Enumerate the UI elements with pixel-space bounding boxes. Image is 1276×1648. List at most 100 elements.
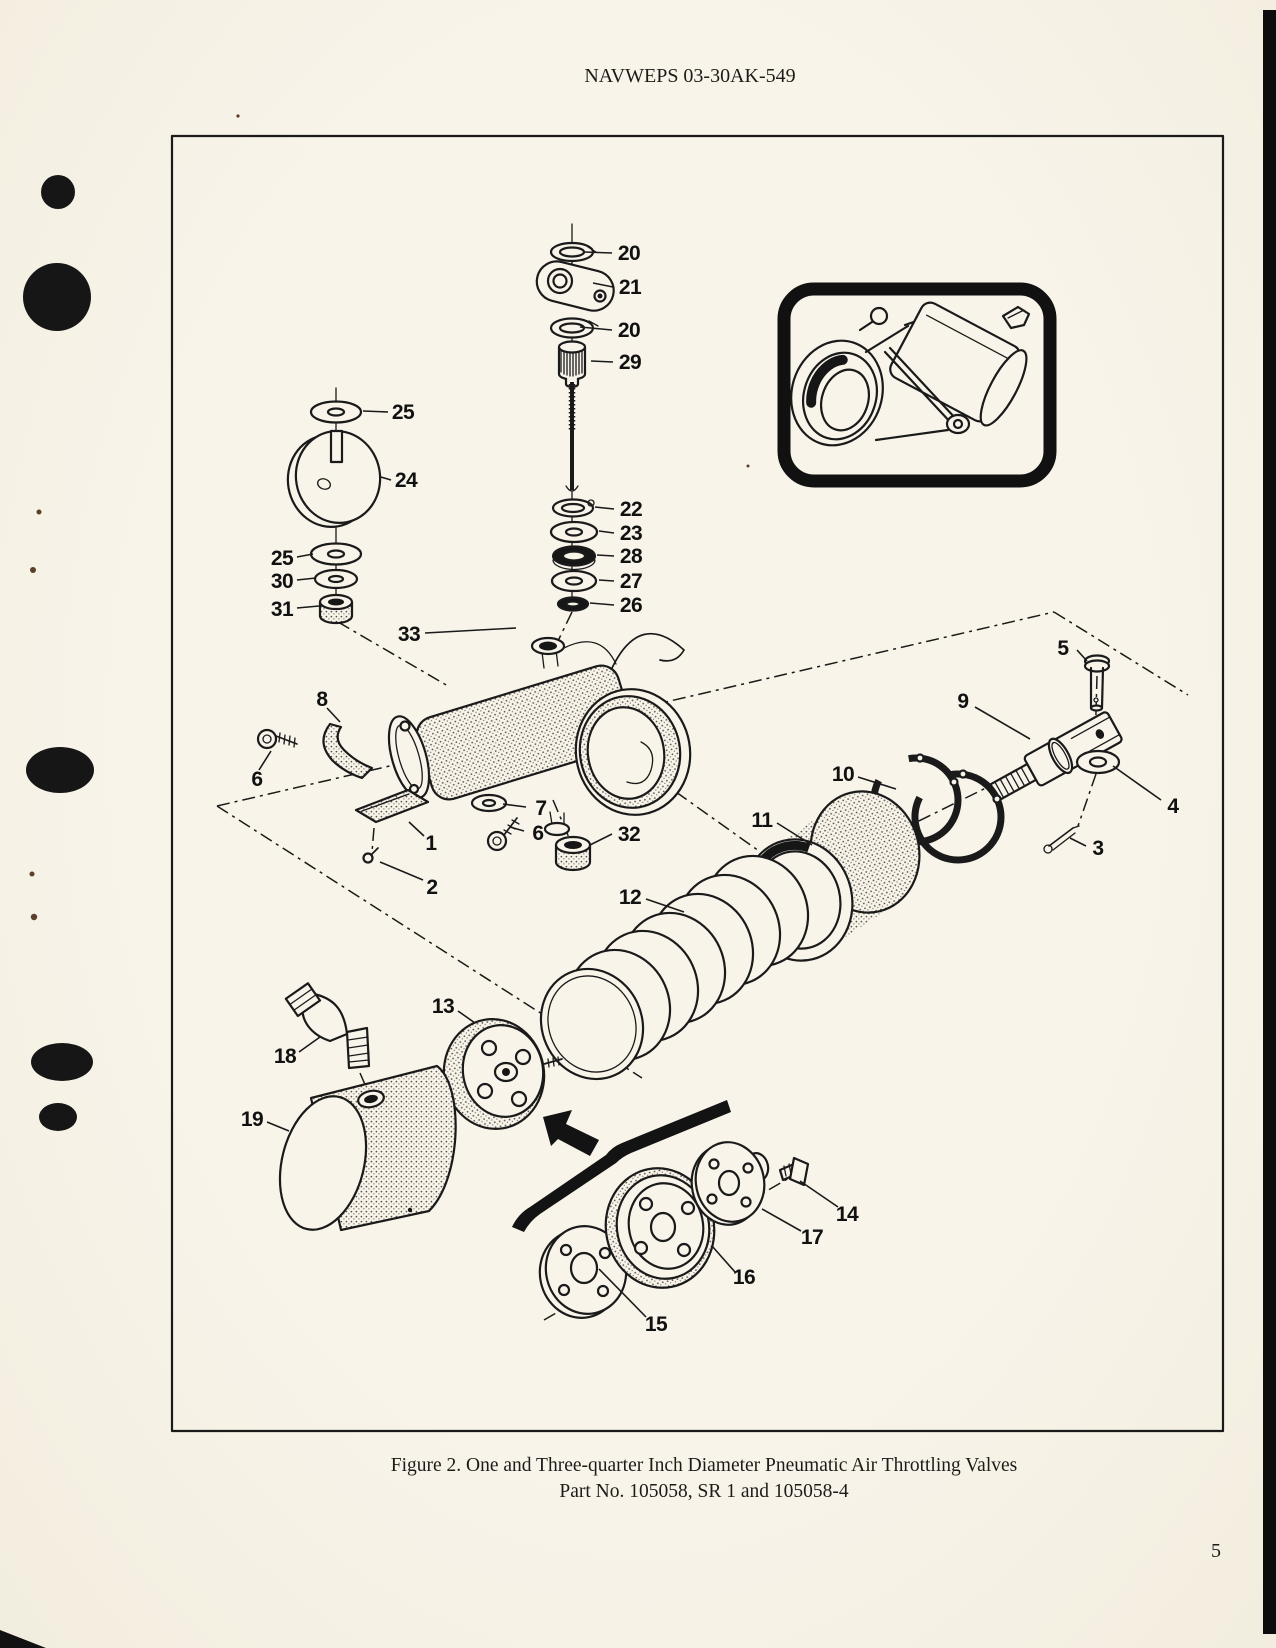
- part-32-nut: [554, 835, 592, 872]
- part-6-screw-left: [256, 728, 298, 750]
- part-24-butterfly-disc: [286, 429, 382, 528]
- part-14-screw: [778, 1156, 810, 1187]
- scan-corner-mark: [0, 1630, 46, 1648]
- callout-leader-9: [974, 706, 1031, 740]
- callout-21: 21: [619, 276, 642, 299]
- callout-leader-11: [776, 822, 813, 846]
- part-6-screw-right: [486, 817, 520, 852]
- callout-leader-31: [296, 605, 320, 609]
- callout-25: 25: [392, 401, 415, 424]
- paper-specks: [29, 114, 750, 921]
- part-33-valve-body: [387, 633, 692, 837]
- callout-20: 20: [618, 242, 640, 265]
- part-28-packing-ring: [551, 545, 597, 571]
- part-13-piston: [442, 1018, 563, 1130]
- part-20-lock-washer-lower: [549, 317, 599, 339]
- part-25-washer-lower: [309, 542, 363, 566]
- scan-edge-strip: [1263, 10, 1276, 1634]
- page-number: 5: [1211, 1540, 1221, 1562]
- callout-leader-24: [380, 476, 392, 481]
- callout-3: 3: [1092, 837, 1103, 860]
- figure-frame: [170, 134, 1225, 1433]
- callout-16: 16: [733, 1266, 755, 1289]
- callout-leader-17: [761, 1208, 802, 1232]
- callout-22: 22: [620, 498, 642, 521]
- part-27-washer: [550, 569, 598, 593]
- callout-leader-5: [1076, 649, 1088, 662]
- callout-25: 25: [271, 547, 294, 570]
- callout-leader-18: [298, 1036, 321, 1053]
- callout-1: 1: [425, 832, 437, 855]
- binder-hole-marks: [23, 175, 94, 1131]
- callout-10: 10: [832, 763, 854, 786]
- callout-leader-32: [589, 833, 613, 846]
- callout-12: 12: [619, 886, 641, 909]
- callout-leader-10: [857, 776, 897, 790]
- part-9-piston-shaft: [989, 711, 1123, 802]
- part-26-packing: [556, 596, 590, 612]
- callout-leader-6: [258, 750, 272, 771]
- callout-9: 9: [957, 690, 968, 713]
- callout-23: 23: [620, 522, 642, 545]
- callout-leader-15: [598, 1268, 647, 1318]
- callout-30: 30: [271, 570, 293, 593]
- part-16-diaphragm-cup: [604, 1167, 716, 1289]
- callout-32: 32: [618, 823, 640, 846]
- callout-leader-30: [296, 577, 317, 581]
- callout-leader-8: [326, 707, 341, 723]
- callout-leader-3: [1069, 837, 1087, 847]
- callout-6: 6: [251, 768, 262, 791]
- callout-leader-19: [266, 1121, 290, 1132]
- callout-leader-7: [502, 803, 527, 808]
- part-30-washer: [313, 568, 359, 590]
- callout-leader-27: [598, 579, 615, 582]
- part-1-plate: [354, 788, 430, 824]
- figure-caption-line1: Figure 2. One and Three-quarter Inch Dia…: [391, 1455, 1018, 1476]
- part-29-knurled-knob: [557, 340, 587, 389]
- callout-28: 28: [620, 545, 643, 568]
- callout-26: 26: [620, 594, 642, 617]
- page-header: NAVWEPS 03-30AK-549: [584, 65, 795, 87]
- callout-4: 4: [1167, 795, 1179, 818]
- callout-leader-16: [711, 1245, 736, 1273]
- part-18-elbow-fitting: [284, 982, 371, 1070]
- callout-24: 24: [395, 469, 418, 492]
- callout-leader-13: [457, 1010, 476, 1024]
- part-stem-rod: [565, 382, 579, 492]
- callout-leader-21: [592, 282, 614, 288]
- callout-18: 18: [274, 1045, 297, 1068]
- part-stack-stem: [535, 223, 615, 612]
- inset-assembled-valve: [777, 282, 1057, 488]
- callout-15: 15: [645, 1313, 668, 1336]
- callout-13: 13: [432, 995, 454, 1018]
- part-stack-butterfly: [286, 387, 382, 625]
- part-5-clevis-pin: [1083, 654, 1111, 712]
- callout-leader-20: [579, 326, 613, 331]
- callout-leader-26: [589, 602, 615, 606]
- callout-leader-12: [645, 898, 685, 913]
- callout-5: 5: [1057, 637, 1069, 660]
- part-22-lock-washer: [551, 498, 595, 518]
- callout-6: 6: [532, 822, 543, 845]
- callout-leader-25: [362, 410, 389, 413]
- callout-31: 31: [271, 598, 294, 621]
- callout-2: 2: [426, 876, 437, 899]
- callout-leader-22: [594, 506, 615, 510]
- callout-8: 8: [316, 688, 328, 711]
- part-23-washer: [549, 520, 599, 544]
- callout-19: 19: [241, 1108, 263, 1131]
- part-7-washer: [470, 793, 508, 813]
- callout-11: 11: [751, 809, 773, 832]
- callout-leader-14: [799, 1180, 839, 1208]
- part-25-washer-upper: [309, 400, 363, 424]
- part-4-washer: [1075, 749, 1121, 775]
- callout-leader-20: [583, 251, 613, 254]
- callout-leader-6: [509, 826, 525, 832]
- callout-leader-1: [408, 821, 425, 837]
- part-2-screw: [362, 847, 379, 864]
- callout-7: 7: [535, 797, 546, 820]
- callout-leader-29: [590, 360, 614, 363]
- callout-27: 27: [620, 570, 642, 593]
